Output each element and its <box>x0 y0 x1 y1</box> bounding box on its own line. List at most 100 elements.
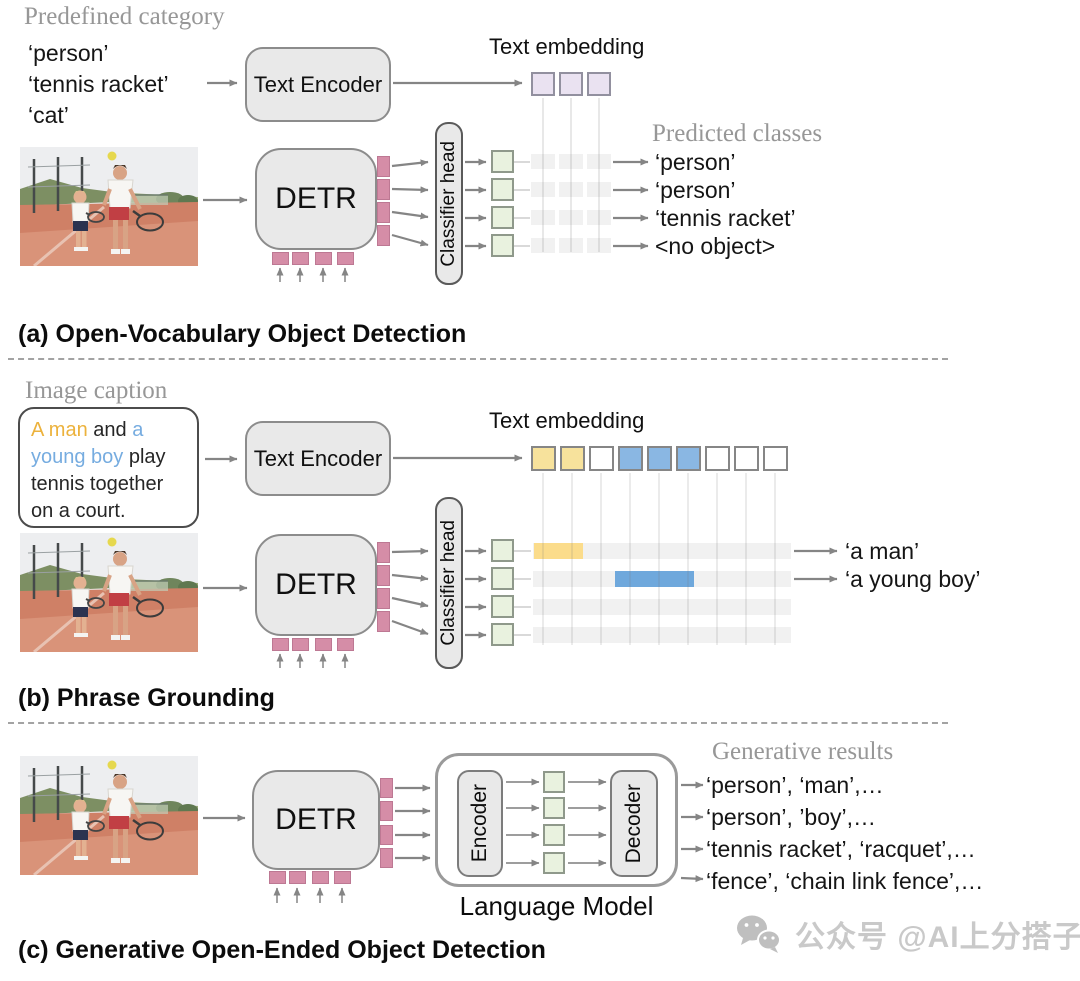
detr-box: DETR <box>252 770 380 870</box>
similarity-cell <box>531 210 555 225</box>
section-a-title: (a) Open-Vocabulary Object Detection <box>18 320 467 348</box>
input-image <box>20 533 198 657</box>
detr-label: DETR <box>275 803 357 836</box>
detr-query-token <box>272 638 289 651</box>
text-embedding-label: Text embedding <box>489 34 645 59</box>
text-encoder-label: Text Encoder <box>253 445 383 471</box>
text-embedding-cell <box>647 446 672 471</box>
detr-output-token <box>380 825 393 845</box>
detr-query-token <box>292 252 309 265</box>
caption-part: play tennis together on a court. <box>31 446 166 522</box>
text-embedding-cell <box>589 446 614 471</box>
tennis-photo <box>20 533 198 652</box>
similarity-row <box>533 627 791 643</box>
section-a-query-arrows <box>276 267 349 282</box>
object-query-square <box>491 595 514 618</box>
detr-output-token <box>377 179 390 200</box>
text-embedding-cell <box>734 446 759 471</box>
generative-result: ‘tennis racket’, ‘racquet’,… <box>706 836 976 862</box>
detr-label: DETR <box>275 568 357 601</box>
latent-token-square <box>543 824 565 846</box>
similarity-row <box>533 599 791 615</box>
caption-part: and <box>87 419 133 441</box>
object-query-square <box>491 150 514 173</box>
latent-token-square <box>543 771 565 793</box>
classifier-head-label: Classifier head <box>438 140 459 267</box>
similarity-cell <box>587 154 611 169</box>
detr-output-token <box>377 202 390 223</box>
similarity-cell <box>531 154 555 169</box>
section-divider <box>8 358 948 360</box>
caption-text: A man and a young boy play tennis togeth… <box>20 409 197 533</box>
text-embedding-cell <box>618 446 643 471</box>
watermark-text: 公众号 @AI上分搭子 <box>795 921 1080 954</box>
detr-query-token <box>269 871 286 884</box>
similarity-cell <box>587 238 611 253</box>
text-encoder-label: Text Encoder <box>253 71 383 97</box>
similarity-row <box>533 543 791 559</box>
category-item: ‘person’ <box>28 40 109 66</box>
tennis-photo <box>20 756 198 875</box>
object-query-square <box>491 623 514 646</box>
detr-query-token <box>337 638 354 651</box>
caption-part: a young boy <box>31 419 144 468</box>
classifier-head-box: Classifier head <box>435 497 463 669</box>
predefined-category-label: Predefined category <box>24 3 225 30</box>
language-model-label: Language Model <box>459 891 654 921</box>
detr-output-token <box>377 611 390 632</box>
grounded-phrase: ‘a young boy’ <box>845 566 981 592</box>
detr-output-token <box>377 156 390 177</box>
classifier-head-box: Classifier head <box>435 122 463 285</box>
text-embedding-cell <box>705 446 730 471</box>
generative-result: ‘person’, ‘man’,… <box>706 772 884 798</box>
detr-query-token <box>337 252 354 265</box>
detr-output-token <box>377 588 390 609</box>
decoder-box: Decoder <box>610 770 658 877</box>
classifier-head-label: Classifier head <box>438 520 459 646</box>
detr-query-token <box>272 252 289 265</box>
section-b-query-arrows <box>276 653 349 668</box>
detr-box: DETR <box>255 148 377 250</box>
detr-query-token <box>289 871 306 884</box>
grounded-phrase: ‘a man’ <box>845 538 920 564</box>
text-embedding-cell <box>531 446 556 471</box>
encoder-box: Encoder <box>457 770 503 877</box>
object-query-square <box>491 234 514 257</box>
similarity-cell <box>587 182 611 197</box>
caption-part: A man <box>31 419 88 441</box>
similarity-cell <box>559 238 583 253</box>
detr-label: DETR <box>275 182 357 215</box>
latent-token-square <box>543 852 565 874</box>
similarity-cell <box>531 238 555 253</box>
detr-query-token <box>292 638 309 651</box>
predicted-classes-label: Predicted classes <box>652 120 823 147</box>
object-query-square <box>491 567 514 590</box>
similarity-cell <box>531 182 555 197</box>
text-embedding-cell <box>676 446 701 471</box>
detr-query-token <box>334 871 351 884</box>
text-encoder-box: Text Encoder <box>245 421 391 496</box>
generative-result: ‘person’, ’boy’,… <box>706 804 877 830</box>
generative-result: ‘fence’, ‘chain link fence’,… <box>706 868 984 894</box>
latent-token-square <box>543 797 565 819</box>
object-query-square <box>491 178 514 201</box>
text-embedding-label: Text embedding <box>489 408 645 433</box>
detr-query-token <box>315 252 332 265</box>
section-b-grid-lines <box>542 473 776 645</box>
image-caption-label: Image caption <box>25 377 168 404</box>
predicted-class: ‘person’ <box>655 177 736 203</box>
generative-results-label: Generative results <box>712 738 894 765</box>
section-c-title: (c) Generative Open-Ended Object Detecti… <box>18 936 546 964</box>
section-divider <box>8 722 948 724</box>
similarity-cell <box>559 182 583 197</box>
text-embedding-cell <box>531 72 555 96</box>
similarity-cell <box>587 210 611 225</box>
predicted-class: <no object> <box>655 233 776 259</box>
similarity-cell <box>559 154 583 169</box>
text-embedding-cell <box>559 72 583 96</box>
detr-output-token <box>380 778 393 798</box>
category-item: ‘tennis racket’ <box>28 71 169 97</box>
match-highlight-man <box>534 543 583 559</box>
object-query-square <box>491 539 514 562</box>
decoder-label: Decoder <box>622 783 645 864</box>
